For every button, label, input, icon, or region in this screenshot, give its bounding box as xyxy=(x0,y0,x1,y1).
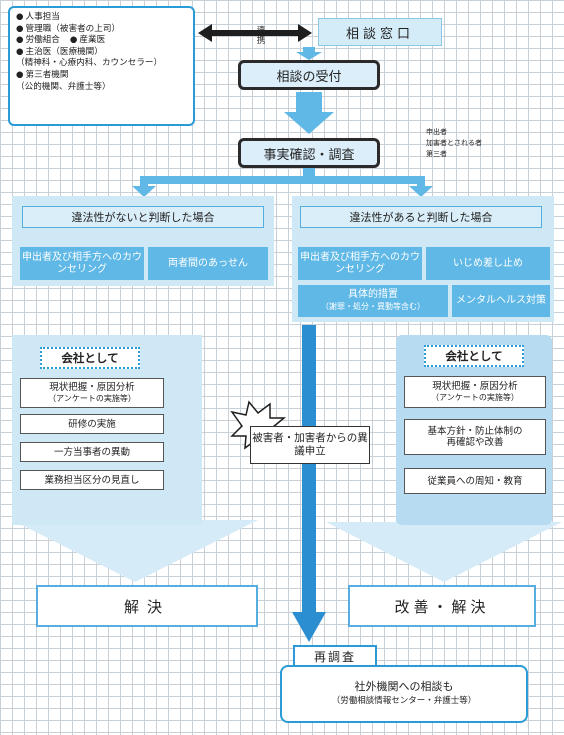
right-measures-cell: 具体的措置 （謝罪・処分・異動等含む） xyxy=(298,285,448,317)
right-measure-education: 従業員への周知・教育 xyxy=(404,468,546,494)
left-measure-review: 業務担当区分の見直し xyxy=(20,470,164,490)
arrow-window-to-reception xyxy=(296,47,322,60)
right-measure-analysis-sub: （アンケートの実施等） xyxy=(431,393,519,402)
right-measure-analysis: 現状把握・原因分析 （アンケートの実施等） xyxy=(404,376,546,408)
outside-consult-box: 社外機関への相談も （労働相談情報センター・弁護士等） xyxy=(280,665,528,723)
target-third-party: 第三者 xyxy=(426,150,447,158)
interview-targets: 申出者 加害者とされる者 第三者 xyxy=(426,127,482,160)
arrow-reception-to-fact xyxy=(284,92,334,134)
right-measure-policy: 基本方針・防止体制の再確認や改善 xyxy=(404,419,546,455)
link-label: 連携 xyxy=(256,26,266,46)
stakeholder-union: 労働組合 xyxy=(16,35,60,45)
stakeholder-third-party-detail: （公的機関、弁護士等） xyxy=(16,81,111,92)
left-measure-analysis-main: 現状把握・原因分析 xyxy=(49,382,135,393)
stakeholder-hr: 人事担当 xyxy=(16,12,187,24)
arrow-right-to-result xyxy=(326,522,562,582)
right-result: 改善・解決 xyxy=(348,585,536,627)
stakeholder-third-party: 第三者機関 xyxy=(16,70,187,82)
right-company-title: 会社として xyxy=(424,345,524,367)
right-measure-analysis-main: 現状把握・原因分析 xyxy=(432,381,518,392)
target-accused: 加害者とされる者 xyxy=(426,139,482,147)
left-company-title: 会社として xyxy=(40,347,140,369)
outside-consult-sub: （労働相談情報センター・弁護士等） xyxy=(331,696,477,706)
right-mental-health-cell: メンタルヘルス対策 xyxy=(452,285,550,317)
left-verdict: 違法性がないと判断した場合 xyxy=(22,206,264,228)
stakeholder-row-union-doctor: 労働組合産業医 xyxy=(16,35,187,47)
left-mediation-cell: 両者間のあっせん xyxy=(148,247,268,280)
left-measure-analysis-sub: （アンケートの実施等） xyxy=(48,394,136,403)
fact-check-box: 事実確認・調査 xyxy=(238,138,380,168)
outside-consult-main: 社外機関への相談も xyxy=(354,680,454,693)
left-measure-analysis: 現状把握・原因分析 （アンケートの実施等） xyxy=(20,378,164,408)
consultation-window: 相談窓口 xyxy=(318,18,442,46)
stakeholder-occupational-doctor: 産業医 xyxy=(70,35,105,45)
reception-box: 相談の受付 xyxy=(238,60,380,90)
reinvestigation-tab: 再調査 xyxy=(293,645,377,667)
objection-box: 被害者・加害者からの異議申立 xyxy=(250,426,370,464)
left-measure-training: 研修の実施 xyxy=(20,414,164,434)
stakeholder-physician: 主治医（医療機関） xyxy=(16,47,187,59)
link-double-arrow xyxy=(198,24,312,42)
left-counseling-cell: 申出者及び相手方へのカウンセリング xyxy=(20,247,144,280)
stakeholder-row-manager-union: 管理職（被害者の上司） xyxy=(16,24,187,36)
branch-arrows xyxy=(132,168,433,197)
stakeholder-list: 人事担当 管理職（被害者の上司） 労働組合産業医 主治医（医療機関） （精神科・… xyxy=(8,6,195,126)
right-stop-cell: いじめ差し止め xyxy=(426,247,550,280)
right-measures-cell-main: 具体的措置 xyxy=(348,289,398,300)
stakeholder-physician-detail: （精神科・心療内科、カウンセラー） xyxy=(16,58,163,69)
arrow-left-to-result xyxy=(12,520,258,582)
right-measures-cell-sub: （謝罪・処分・異動等含む） xyxy=(321,302,425,311)
left-result: 解決 xyxy=(36,585,258,627)
right-verdict: 違法性があると判断した場合 xyxy=(300,206,542,228)
stakeholder-manager: 管理職（被害者の上司） xyxy=(16,24,120,34)
arrow-objection-down xyxy=(292,325,326,642)
target-applicant: 申出者 xyxy=(426,128,447,136)
right-counseling-cell: 申出者及び相手方へのカウンセリング xyxy=(298,247,422,280)
left-measure-transfer: 一方当事者の異動 xyxy=(20,442,164,462)
